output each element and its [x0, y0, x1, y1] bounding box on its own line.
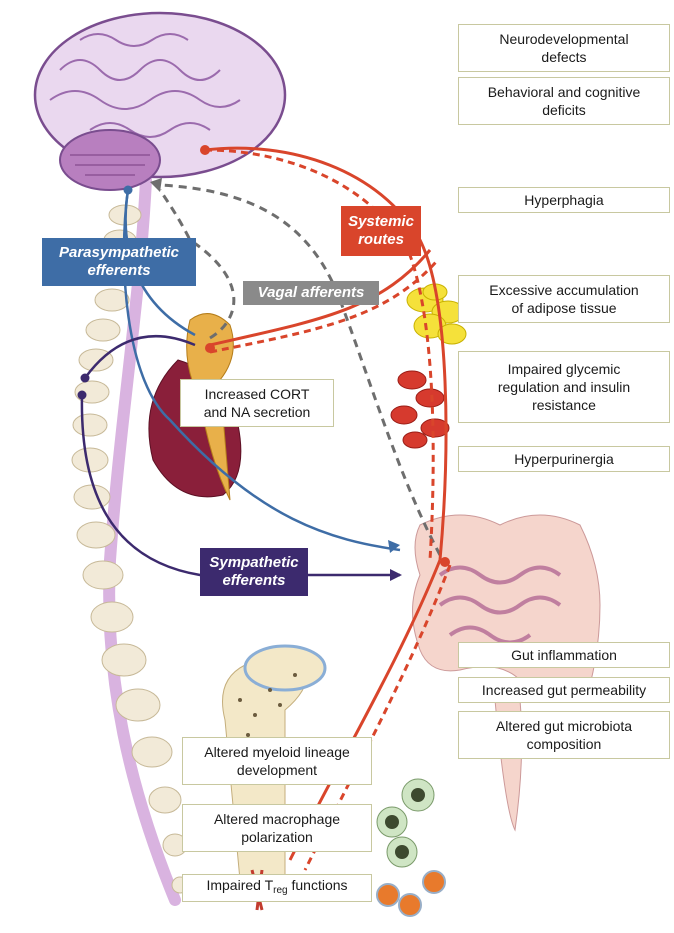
- hyperpurinergia-text: Hyperpurinergia: [514, 450, 614, 468]
- behavioral-box: Behavioral and cognitive deficits: [458, 77, 670, 125]
- treg-suffix: functions: [288, 877, 348, 893]
- sympathetic-label: Sympathetic efferents: [209, 554, 298, 590]
- gut-permeability-text: Increased gut permeability: [482, 681, 646, 699]
- neurodevelopmental-text: Neurodevelopmental defects: [499, 30, 628, 66]
- gut-inflammation-box: Gut inflammation: [458, 642, 670, 668]
- glycemic-text: Impaired glycemic regulation and insulin…: [498, 360, 630, 414]
- treg-prefix: Impaired T: [206, 877, 273, 893]
- behavioral-text: Behavioral and cognitive deficits: [488, 83, 641, 119]
- neurodevelopmental-box: Neurodevelopmental defects: [458, 24, 670, 72]
- gut-inflammation-text: Gut inflammation: [511, 646, 617, 664]
- cort-text: Increased CORT and NA secretion: [204, 385, 311, 421]
- treg-text: Impaired Treg functions: [206, 876, 347, 900]
- sympathetic-tag: Sympathetic efferents: [200, 548, 308, 596]
- sympathetic-arrowhead: [390, 569, 402, 581]
- systemic-node-gut: [440, 557, 450, 567]
- vagal-afferents-label: Vagal afferents: [258, 284, 365, 302]
- sympathetic-node-upper: [81, 374, 90, 383]
- macrophage-box: Altered macrophage polarization: [182, 804, 372, 852]
- myeloid-text: Altered myeloid lineage development: [204, 743, 350, 779]
- cort-box: Increased CORT and NA secretion: [180, 379, 334, 427]
- parasympathetic-node: [124, 186, 133, 195]
- hyperphagia-box: Hyperphagia: [458, 187, 670, 213]
- microbiota-box: Altered gut microbiota composition: [458, 711, 670, 759]
- macrophage-text: Altered macrophage polarization: [214, 810, 340, 846]
- gut-permeability-box: Increased gut permeability: [458, 677, 670, 703]
- treg-box: Impaired Treg functions: [182, 874, 372, 902]
- hyperphagia-text: Hyperphagia: [524, 191, 603, 209]
- glycemic-box: Impaired glycemic regulation and insulin…: [458, 351, 670, 423]
- hyperpurinergia-box: Hyperpurinergia: [458, 446, 670, 472]
- sympathetic-node-lower: [78, 391, 87, 400]
- parasympathetic-arrowhead: [388, 540, 400, 553]
- microbiota-text: Altered gut microbiota composition: [496, 717, 632, 753]
- immune-cells: [377, 779, 445, 916]
- parasympathetic-tag: Parasympathetic efferents: [42, 238, 196, 286]
- brain: [35, 13, 285, 190]
- treg-subscript: reg: [273, 885, 287, 896]
- systemic-routes-label: Systemic routes: [348, 213, 414, 249]
- systemic-routes-tag: Systemic routes: [341, 206, 421, 256]
- red-blood-cells: [391, 371, 449, 448]
- systemic-node-brain: [200, 145, 210, 155]
- vagal-afferents-tag: Vagal afferents: [243, 281, 379, 305]
- myeloid-box: Altered myeloid lineage development: [182, 737, 372, 785]
- adipose-box: Excessive accumulation of adipose tissue: [458, 275, 670, 323]
- adipose-text: Excessive accumulation of adipose tissue: [489, 281, 638, 317]
- systemic-node-adrenal: [205, 343, 215, 353]
- parasympathetic-label: Parasympathetic efferents: [59, 244, 179, 280]
